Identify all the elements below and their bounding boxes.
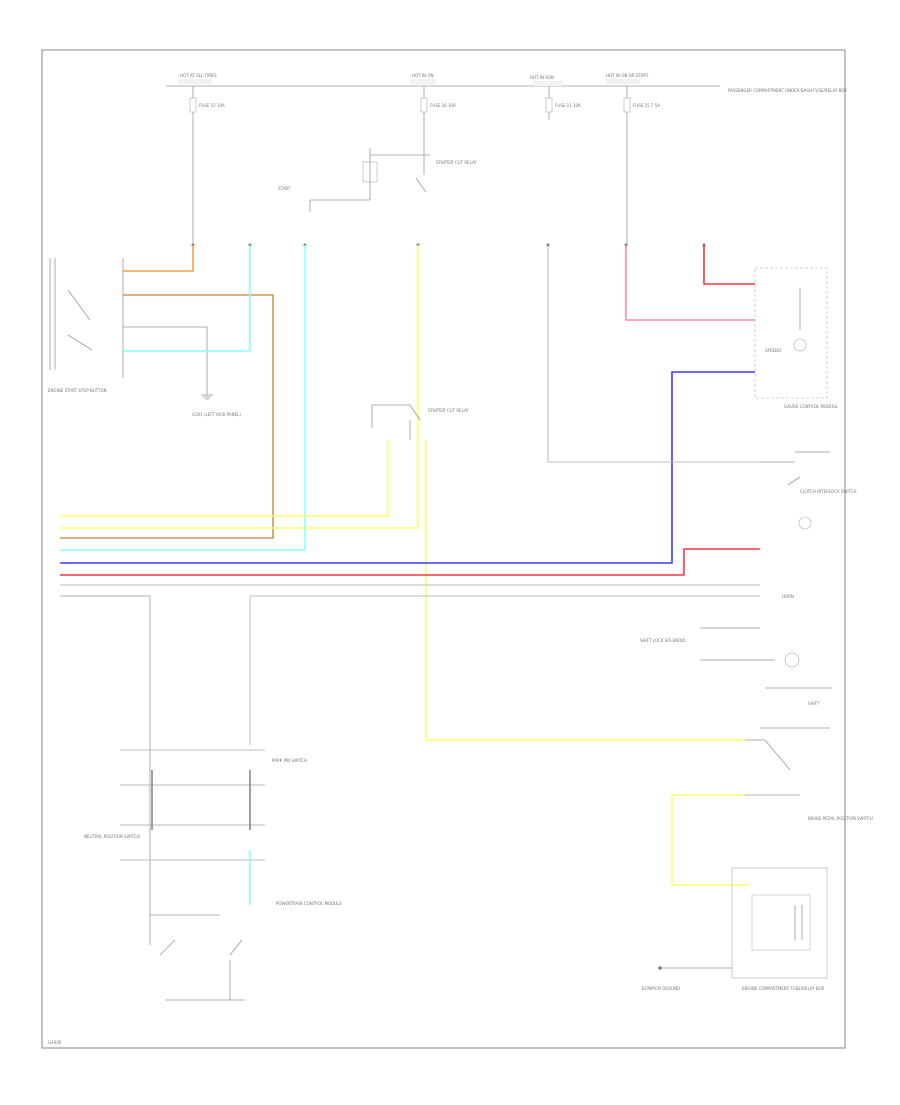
fuse-b-label: FUSE 26 10A (430, 103, 456, 108)
wire-orange (123, 245, 194, 272)
wire-yellow-4 (671, 794, 748, 886)
brake-pedal-switch (745, 727, 830, 796)
park-pin-label: PARK PIN SWITCH (272, 758, 307, 763)
wire-pink-1 (625, 245, 755, 321)
wire-gray-1 (547, 245, 760, 463)
shift-lock-label: SHIFT LOCK SOLENOID (640, 638, 685, 643)
ecm-ground-wire (658, 966, 732, 970)
wire-yellow-3 (425, 440, 745, 741)
wire-black (60, 595, 151, 945)
neutral-switch-label: NEUTRAL POSITION SWITCH (84, 834, 140, 839)
pcm-left-label: POWERTRAIN CONTROL MODULE (276, 901, 342, 906)
gauge-control-module (754, 267, 828, 399)
ecm-ground-label: ECM/PCM GROUND (642, 986, 680, 991)
ground-left-label: G501 (LEFT KICK PANEL) (192, 412, 241, 417)
starter-cut-relay (309, 148, 430, 212)
gauge-speedo-label: SPEEDO (765, 348, 781, 353)
footer-code: G4930 (48, 1040, 62, 1045)
fuse-a-label: FUSE 12 10A (199, 103, 225, 108)
wire-tan (60, 294, 274, 539)
fuse-label-hot-run: HOT IN RUN (530, 75, 554, 80)
ignition-switch (49, 258, 124, 378)
park-neutral-switch (120, 749, 265, 1001)
fuse-label-hot-on-start: HOT IN ON OR START (606, 73, 649, 78)
pcm-box (731, 867, 828, 979)
ignition-switch-label: ENGINE START STOP BUTTON (48, 388, 107, 393)
start-label: START (278, 186, 291, 191)
diagram-frame (41, 49, 846, 1049)
gauge-control-label: GAUGE CONTROL MODULE (784, 404, 838, 409)
shift-lock-solenoid (700, 627, 832, 689)
wire-red (60, 548, 760, 576)
clutch-interlock-label: CLUTCH INTERLOCK SWITCH (800, 489, 857, 494)
power-bus (166, 79, 720, 87)
fuse-label-hot-all-times: HOT AT ALL TIMES (180, 73, 217, 78)
middle-relay (371, 404, 421, 440)
passenger-box-label: PASSENGER COMPARTMENT UNDER-DASH FUSE/RE… (728, 88, 847, 93)
fuse-drops (189, 86, 631, 245)
starter-cut-relay-label: STARTER CUT RELAY (436, 160, 477, 165)
shift-text: SHIFT (808, 701, 820, 706)
wire-yellow-2 (60, 245, 419, 529)
middle-relay-label: STARTER CUT RELAY (428, 408, 469, 413)
wire-pink-2 (703, 245, 755, 285)
wire-cyan-2 (60, 245, 306, 551)
wire-yellow-1 (60, 440, 389, 517)
wire-blue (60, 371, 755, 564)
ground-symbol (201, 394, 213, 400)
pcm-label: ENGINE COMPARTMENT FUSE/RELAY BOX (742, 986, 824, 991)
wire-cyan-1 (123, 245, 251, 352)
wire-ground-g501 (123, 326, 208, 395)
connector-row (191, 243, 706, 247)
fuse-label-hot-on: HOT IN ON (412, 73, 433, 78)
horn-label: HORN (782, 594, 794, 599)
fuse-c-label: FUSE 11 10A (555, 103, 581, 108)
brake-switch-label: BRAKE PEDAL POSITION SWITCH (808, 816, 873, 821)
clutch-interlock-switch (760, 451, 830, 530)
fuse-d-label: FUSE 25 7.5A (633, 103, 660, 108)
